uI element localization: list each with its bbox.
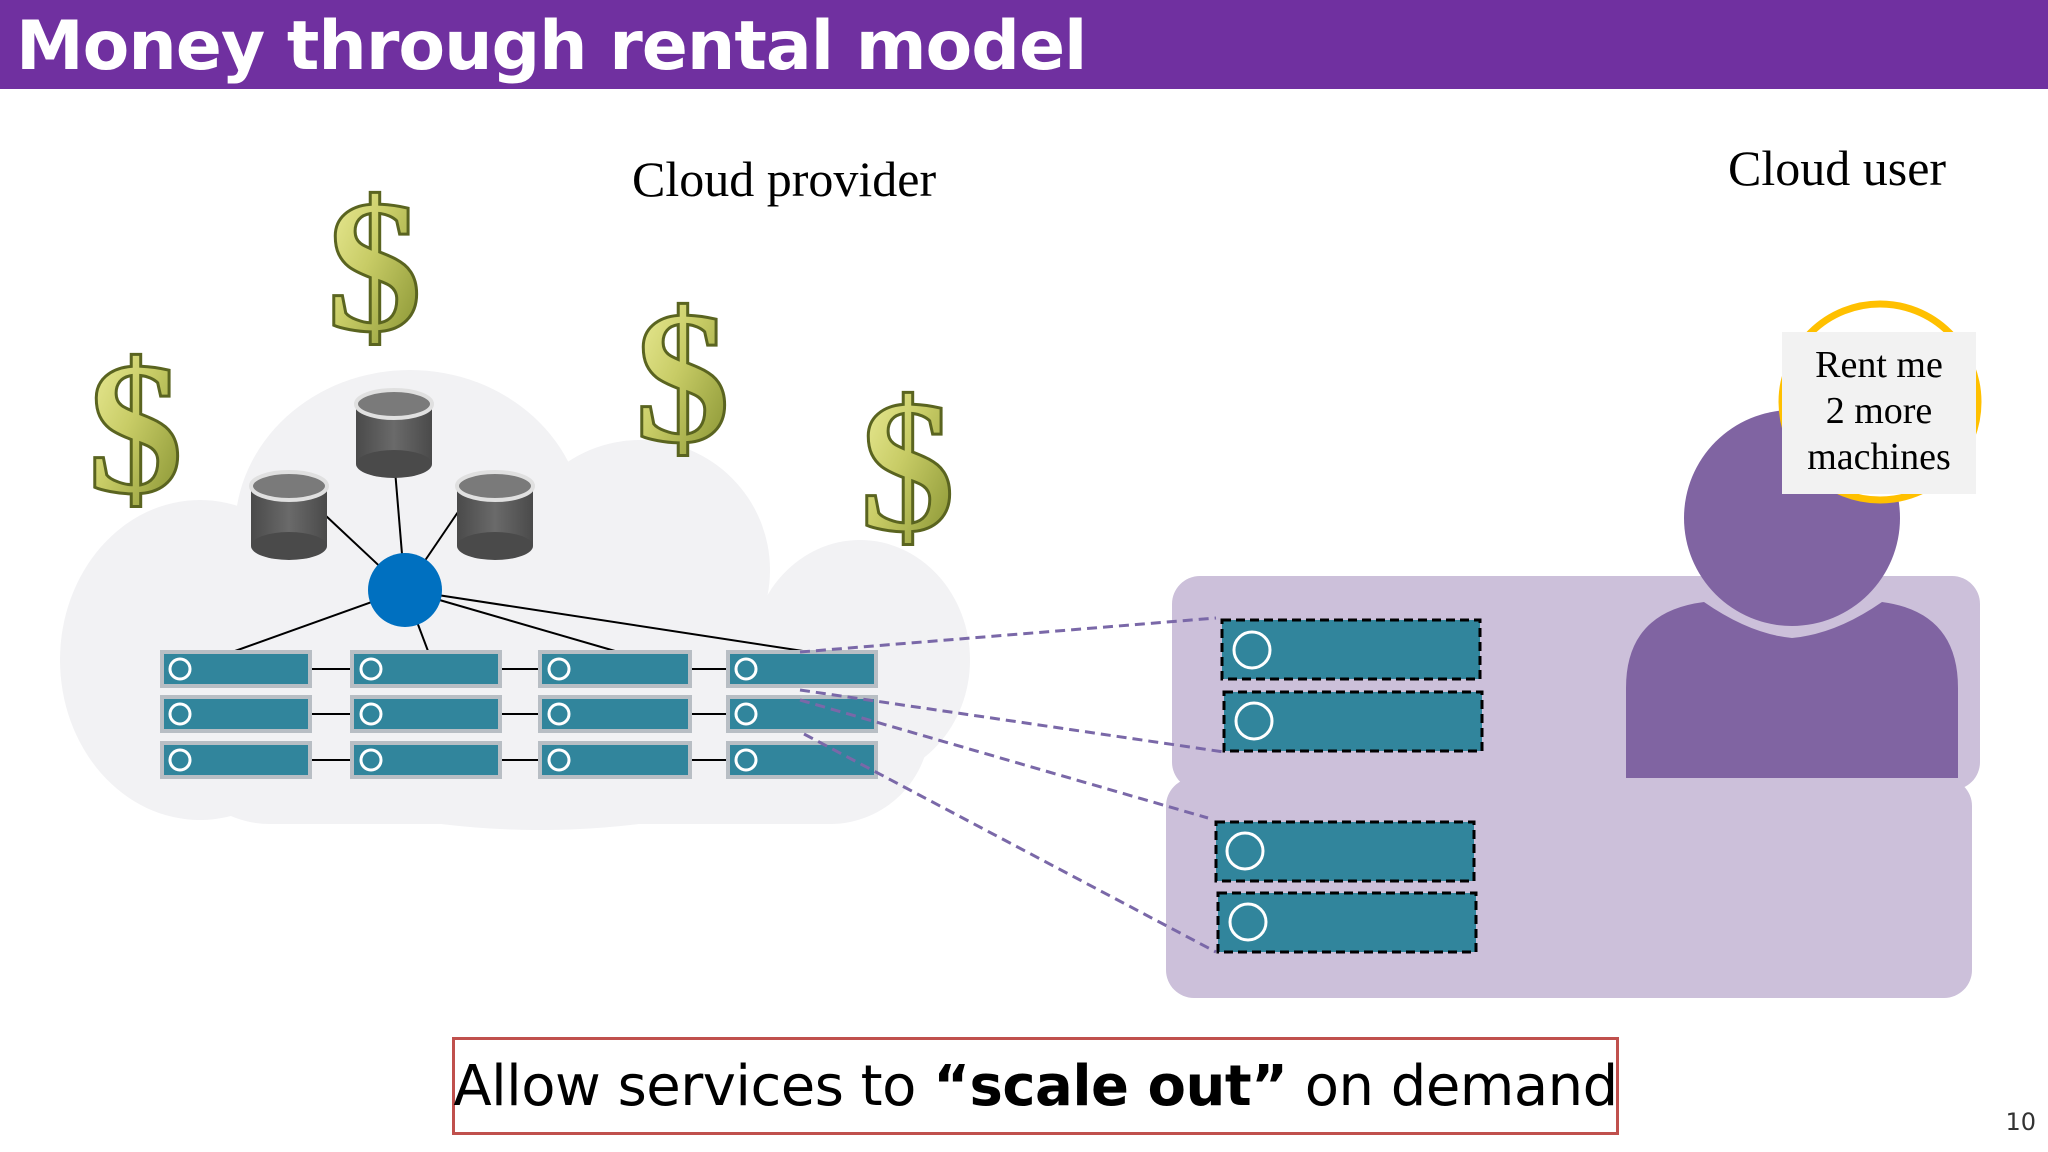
- dollar-icon: $: [860, 362, 955, 572]
- server-icon: [160, 650, 312, 688]
- caption: Allow services to “scale out” on demand: [453, 1053, 1618, 1119]
- bubble-line-1: Rent me: [1815, 344, 1943, 386]
- server-icon: [538, 695, 692, 733]
- dollar-icon: $: [635, 273, 730, 483]
- server-icon: [538, 650, 692, 688]
- rented-server-icon: [1222, 690, 1484, 753]
- bubble-line-2: 2 more: [1826, 390, 1933, 432]
- server-icon: [160, 741, 312, 779]
- bubble-line-3: machines: [1807, 436, 1951, 478]
- server-icon: [726, 650, 878, 688]
- database-icon: [354, 388, 434, 478]
- server-icon: [350, 741, 502, 779]
- caption-box: Allow services to “scale out” on demand: [452, 1037, 1619, 1135]
- caption-emphasis: “scale out”: [933, 1053, 1288, 1119]
- caption-before: Allow services to: [453, 1053, 934, 1119]
- dollar-icon: $: [327, 162, 422, 372]
- database-icons: [249, 388, 535, 560]
- server-icon: [350, 695, 502, 733]
- rented-server-icon: [1216, 891, 1478, 954]
- caption-after: on demand: [1287, 1053, 1618, 1119]
- dollar-icons: $ $ $ $: [87, 161, 957, 574]
- slide-title: Money through rental model: [16, 7, 1087, 86]
- rented-server-icon: [1220, 618, 1482, 681]
- speech-bubble: Rent me 2 more machines: [1778, 300, 1982, 504]
- cloud-user-label: Cloud user: [1728, 140, 1946, 196]
- server-icon: [160, 695, 312, 733]
- server-icon: [726, 695, 878, 733]
- user-panel-lower: [1166, 778, 1972, 998]
- title-bar: [0, 0, 2048, 89]
- dollar-icon: $: [88, 324, 183, 534]
- server-icon: [350, 650, 502, 688]
- network-hub-icon: [368, 553, 442, 627]
- database-icon: [249, 470, 329, 560]
- provider-server-grid: [160, 650, 878, 779]
- rented-server-icon: [1214, 820, 1476, 883]
- cloud-provider-label: Cloud provider: [632, 151, 936, 207]
- server-icon: [538, 741, 692, 779]
- database-icon: [455, 470, 535, 560]
- rental-mapping-lines: [799, 616, 1225, 954]
- slide-number: 10: [2005, 1108, 2036, 1136]
- rented-servers: [1214, 618, 1484, 954]
